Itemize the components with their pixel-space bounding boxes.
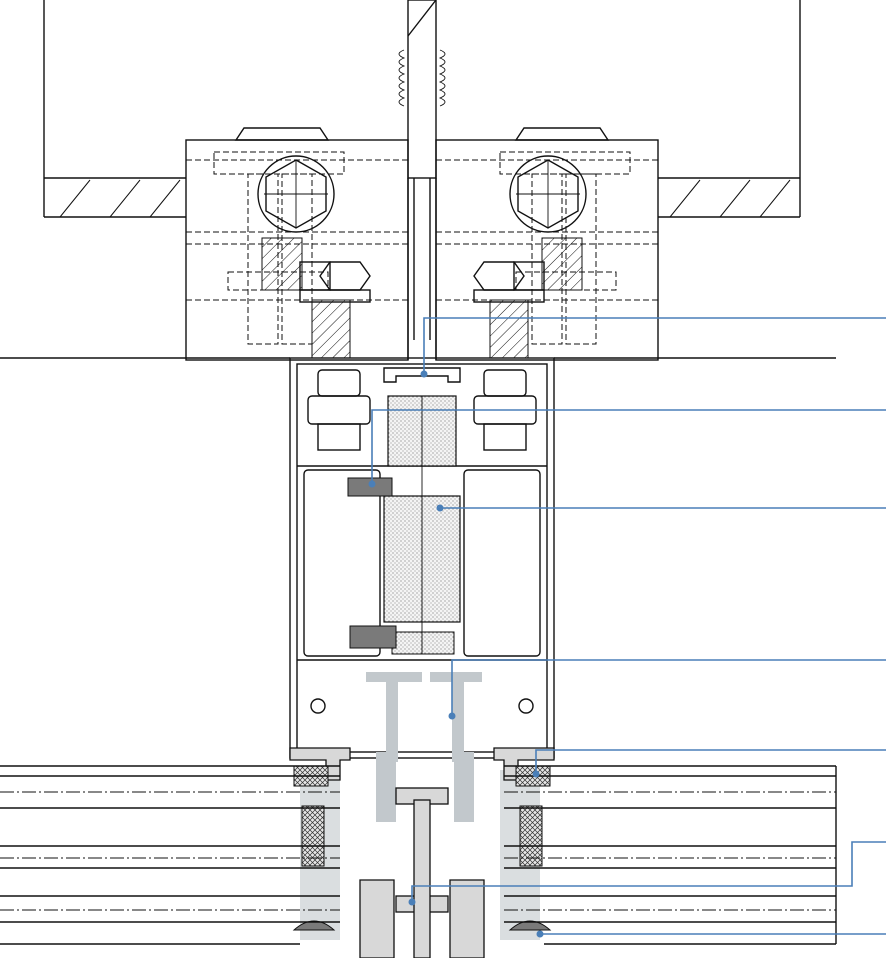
- callout-2: [368, 409, 886, 488]
- glazing-left: [0, 765, 340, 945]
- bracket-right: [435, 139, 659, 361]
- gaskets: [347, 477, 397, 649]
- bolt-right: [473, 127, 610, 303]
- weld-symbol: [398, 49, 446, 107]
- glazing-right: [504, 765, 837, 945]
- callout-4: [448, 659, 886, 720]
- callout-5: [532, 749, 886, 778]
- bracket-left: [185, 139, 409, 361]
- callout-7: [536, 930, 886, 938]
- central-fin-plate: [407, 0, 437, 360]
- bolt-left: [234, 127, 371, 303]
- steel-structure: [43, 0, 801, 218]
- callout-6: [408, 841, 886, 906]
- glazing-profiles: [289, 747, 555, 958]
- callout-1: [420, 317, 886, 378]
- insulation-block: [383, 395, 461, 655]
- callout-3: [436, 504, 886, 512]
